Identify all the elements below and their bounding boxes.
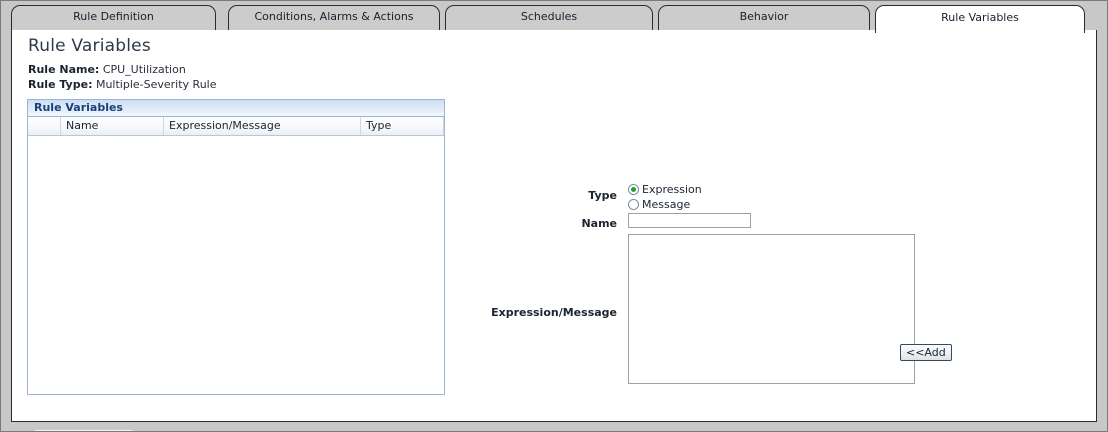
- add-button[interactable]: <<Add: [900, 344, 952, 361]
- tab-rule-variables[interactable]: Rule Variables: [875, 5, 1085, 33]
- radio-expression-label: Expression: [642, 183, 702, 196]
- tab-conditions-alarms-actions[interactable]: Conditions, Alarms & Actions: [228, 5, 440, 31]
- tab-strip: Rule Definition Conditions, Alarms & Act…: [1, 1, 1107, 33]
- tab-schedules[interactable]: Schedules: [445, 5, 653, 31]
- radio-option-expression[interactable]: Expression: [628, 183, 702, 196]
- tab-rule-definition[interactable]: Rule Definition: [11, 5, 216, 31]
- grid-body-empty[interactable]: [28, 136, 444, 393]
- active-tab-merge-strip: [890, 29, 1070, 32]
- rule-name-value: CPU_Utilization: [102, 63, 186, 76]
- radio-message-label: Message: [642, 198, 691, 211]
- expression-message-label: Expression/Message: [491, 306, 617, 319]
- radio-option-message[interactable]: Message: [628, 198, 690, 211]
- type-label: Type: [588, 189, 617, 202]
- radio-message-icon[interactable]: [628, 199, 639, 210]
- grid-column-select[interactable]: [28, 117, 61, 135]
- rule-type-label: Rule Type:: [28, 78, 93, 91]
- rule-type-row: Rule Type: Multiple-Severity Rule: [28, 78, 217, 91]
- variable-editor-form: Type Expression Message Name Expression/…: [452, 99, 1082, 399]
- delete-selected-button[interactable]: Delete Selected: [34, 429, 134, 431]
- page-title: Rule Variables: [28, 36, 151, 56]
- radio-expression-icon[interactable]: [628, 184, 639, 195]
- name-input[interactable]: [628, 213, 751, 228]
- expression-message-textarea[interactable]: [628, 234, 915, 384]
- grid-column-type[interactable]: Type: [361, 117, 444, 135]
- grid-column-name[interactable]: Name: [61, 117, 164, 135]
- rule-variables-grid: Rule Variables Name Expression/Message T…: [27, 99, 445, 395]
- tab-content-panel: Rule Variables Rule Name: CPU_Utilizatio…: [11, 30, 1097, 431]
- grid-header-row: Name Expression/Message Type: [28, 117, 444, 136]
- tab-behavior[interactable]: Behavior: [658, 5, 870, 31]
- rule-name-label: Rule Name:: [28, 63, 100, 76]
- grid-caption: Rule Variables: [28, 100, 444, 117]
- rule-type-value: Multiple-Severity Rule: [95, 78, 217, 91]
- rule-name-row: Rule Name: CPU_Utilization: [28, 63, 186, 76]
- name-label: Name: [581, 217, 617, 230]
- grid-column-expression-message[interactable]: Expression/Message: [164, 117, 361, 135]
